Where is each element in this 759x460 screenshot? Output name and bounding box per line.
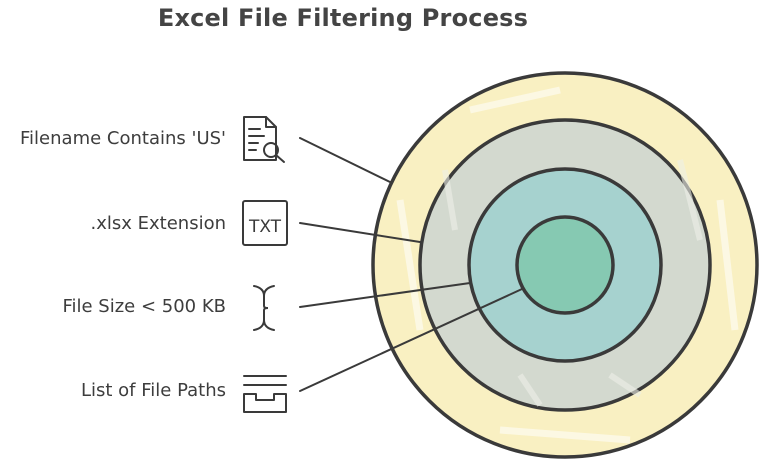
document-search-icon	[240, 114, 290, 166]
bracket-icon	[240, 282, 290, 334]
connector-xlsx	[299, 222, 421, 243]
connector-paths	[299, 288, 523, 392]
connector-filename	[299, 137, 391, 183]
txt-icon-text: TXT	[248, 217, 282, 237]
inbox-tray-icon	[240, 368, 290, 420]
connector-size	[299, 282, 471, 308]
txt-file-icon: TXT	[240, 198, 290, 250]
diagram-title: Excel File Filtering Process	[157, 4, 529, 32]
layer-label-paths: List of File Paths	[80, 380, 226, 401]
ring-core	[515, 215, 615, 315]
layer-label-xlsx: .xlsx Extension	[90, 213, 227, 234]
layer-label-size: File Size < 500 KB	[62, 296, 226, 317]
layer-label-filename: Filename Contains 'US'	[20, 128, 226, 149]
